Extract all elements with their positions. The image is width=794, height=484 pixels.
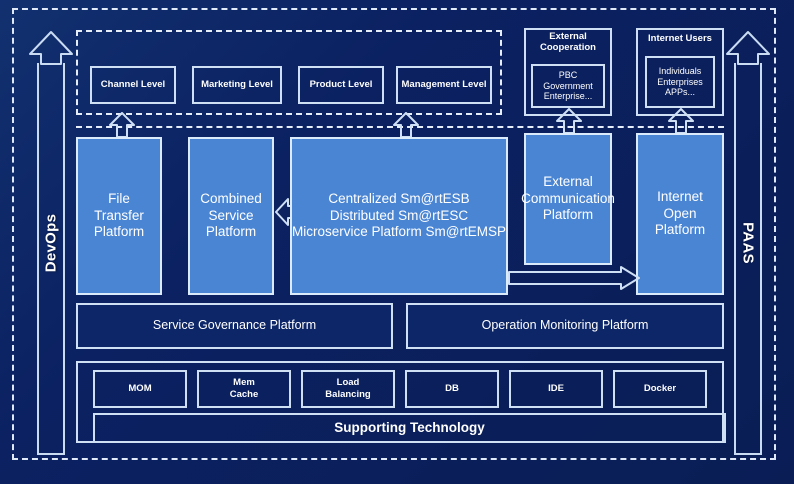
internet-users-inner-line3: APPs... (664, 87, 695, 98)
platform-combined-service-line3: Platform (205, 224, 257, 240)
supporting-item-ide-label: IDE (548, 383, 564, 395)
platform-combined-service-line1: Combined (200, 191, 262, 207)
supporting-item-db[interactable]: DB (405, 370, 499, 408)
platform-external-communication-line3: Platform (542, 207, 594, 223)
external-cooperation-panel[interactable] (524, 28, 612, 116)
operation-monitoring-platform-label: Operation Monitoring Platform (481, 318, 649, 333)
internet-users-title: Internet Users (648, 33, 712, 44)
internet-users-inner[interactable]: Individuals Enterprises APPs... (645, 56, 715, 108)
business-levels-group (76, 30, 502, 115)
paas-label: PAAS (739, 221, 757, 264)
platform-internet-open-line3: Platform (654, 222, 706, 238)
internet-users-inner-line2: Enterprises (657, 76, 703, 87)
external-cooperation-inner-line2: Enterprise... (543, 91, 593, 102)
up-arrow-core-bus (393, 112, 419, 138)
platform-external-communication-line1: External (543, 174, 593, 190)
business-level-product-label: Product Level (309, 79, 373, 91)
supporting-technology-bar[interactable]: Supporting Technology (93, 413, 726, 443)
arrow-core-to-internet-open (508, 266, 640, 290)
platform-external-communication[interactable]: External Communication Platform (521, 133, 615, 265)
supporting-technology-bar-label: Supporting Technology (334, 419, 485, 435)
business-level-marketing[interactable]: Marketing Level (192, 66, 282, 104)
external-cooperation-inner-line1: PBC Government (543, 69, 593, 91)
platform-combined-service-line2: Service (208, 207, 254, 223)
service-governance-platform-label: Service Governance Platform (152, 318, 317, 333)
service-governance-platform[interactable]: Service Governance Platform (76, 303, 393, 349)
platform-core-bus-line3: Microservice Platform Sm@rtEMSP (292, 224, 506, 240)
external-cooperation-title-line1: External (549, 31, 587, 42)
up-arrow-external-communication (556, 108, 582, 134)
platform-file-transfer-line1: File (108, 191, 130, 207)
supporting-item-docker[interactable]: Docker (613, 370, 707, 408)
platform-external-communication-line2: Communication (521, 190, 615, 206)
platform-file-transfer-line3: Platform (93, 224, 145, 240)
platform-internet-open-line2: Open (663, 205, 697, 221)
supporting-item-load-balancing-line2: Balancing (325, 389, 371, 400)
platform-internet-open-line1: Internet (657, 189, 703, 205)
platform-core-bus[interactable]: Centralized Sm@rtESB Distributed Sm@rtES… (290, 137, 508, 295)
outer-boundary (12, 8, 776, 460)
platform-core-bus-line2: Distributed Sm@rtESC (329, 207, 469, 223)
external-cooperation-title-line2: Cooperation (540, 42, 596, 53)
devops-label: DevOps (42, 213, 60, 272)
supporting-item-db-label: DB (445, 383, 459, 395)
platform-core-bus-line1: Centralized Sm@rtESB (328, 191, 470, 207)
platform-internet-open[interactable]: Internet Open Platform (636, 133, 724, 295)
up-arrow-file-transfer (109, 112, 135, 138)
business-level-marketing-label: Marketing Level (201, 79, 273, 91)
platform-file-transfer[interactable]: File Transfer Platform (76, 137, 162, 295)
up-arrow-internet-open (668, 108, 694, 134)
supporting-item-mom[interactable]: MOM (93, 370, 187, 408)
business-level-product[interactable]: Product Level (298, 66, 384, 104)
platform-combined-service[interactable]: Combined Service Platform (188, 137, 274, 295)
paas-arrow-head (726, 31, 770, 65)
supporting-item-mom-label: MOM (128, 383, 152, 395)
operation-monitoring-platform[interactable]: Operation Monitoring Platform (406, 303, 724, 349)
external-cooperation-inner[interactable]: PBC Government Enterprise... (531, 64, 605, 108)
supporting-item-mem-cache-line2: Cache (229, 389, 259, 400)
paas-arrow: PAAS (725, 30, 771, 455)
devops-arrow-head (29, 31, 73, 65)
external-cooperation-title: External Cooperation (524, 31, 612, 53)
supporting-item-mem-cache-line1: Mem (233, 377, 255, 389)
platform-file-transfer-line2: Transfer (94, 207, 144, 223)
business-level-management-label: Management Level (401, 79, 487, 91)
internet-users-inner-line1: Individuals (658, 65, 702, 76)
internet-users-panel[interactable] (636, 28, 724, 116)
business-level-channel[interactable]: Channel Level (90, 66, 176, 104)
supporting-item-docker-label: Docker (643, 383, 677, 395)
supporting-item-load-balancing-line1: Load (336, 377, 360, 389)
supporting-item-ide[interactable]: IDE (509, 370, 603, 408)
business-level-channel-label: Channel Level (100, 79, 166, 91)
supporting-item-load-balancing[interactable]: Load Balancing (301, 370, 395, 408)
supporting-item-mem-cache[interactable]: Mem Cache (197, 370, 291, 408)
devops-arrow: DevOps (28, 30, 74, 455)
business-level-management[interactable]: Management Level (396, 66, 492, 104)
